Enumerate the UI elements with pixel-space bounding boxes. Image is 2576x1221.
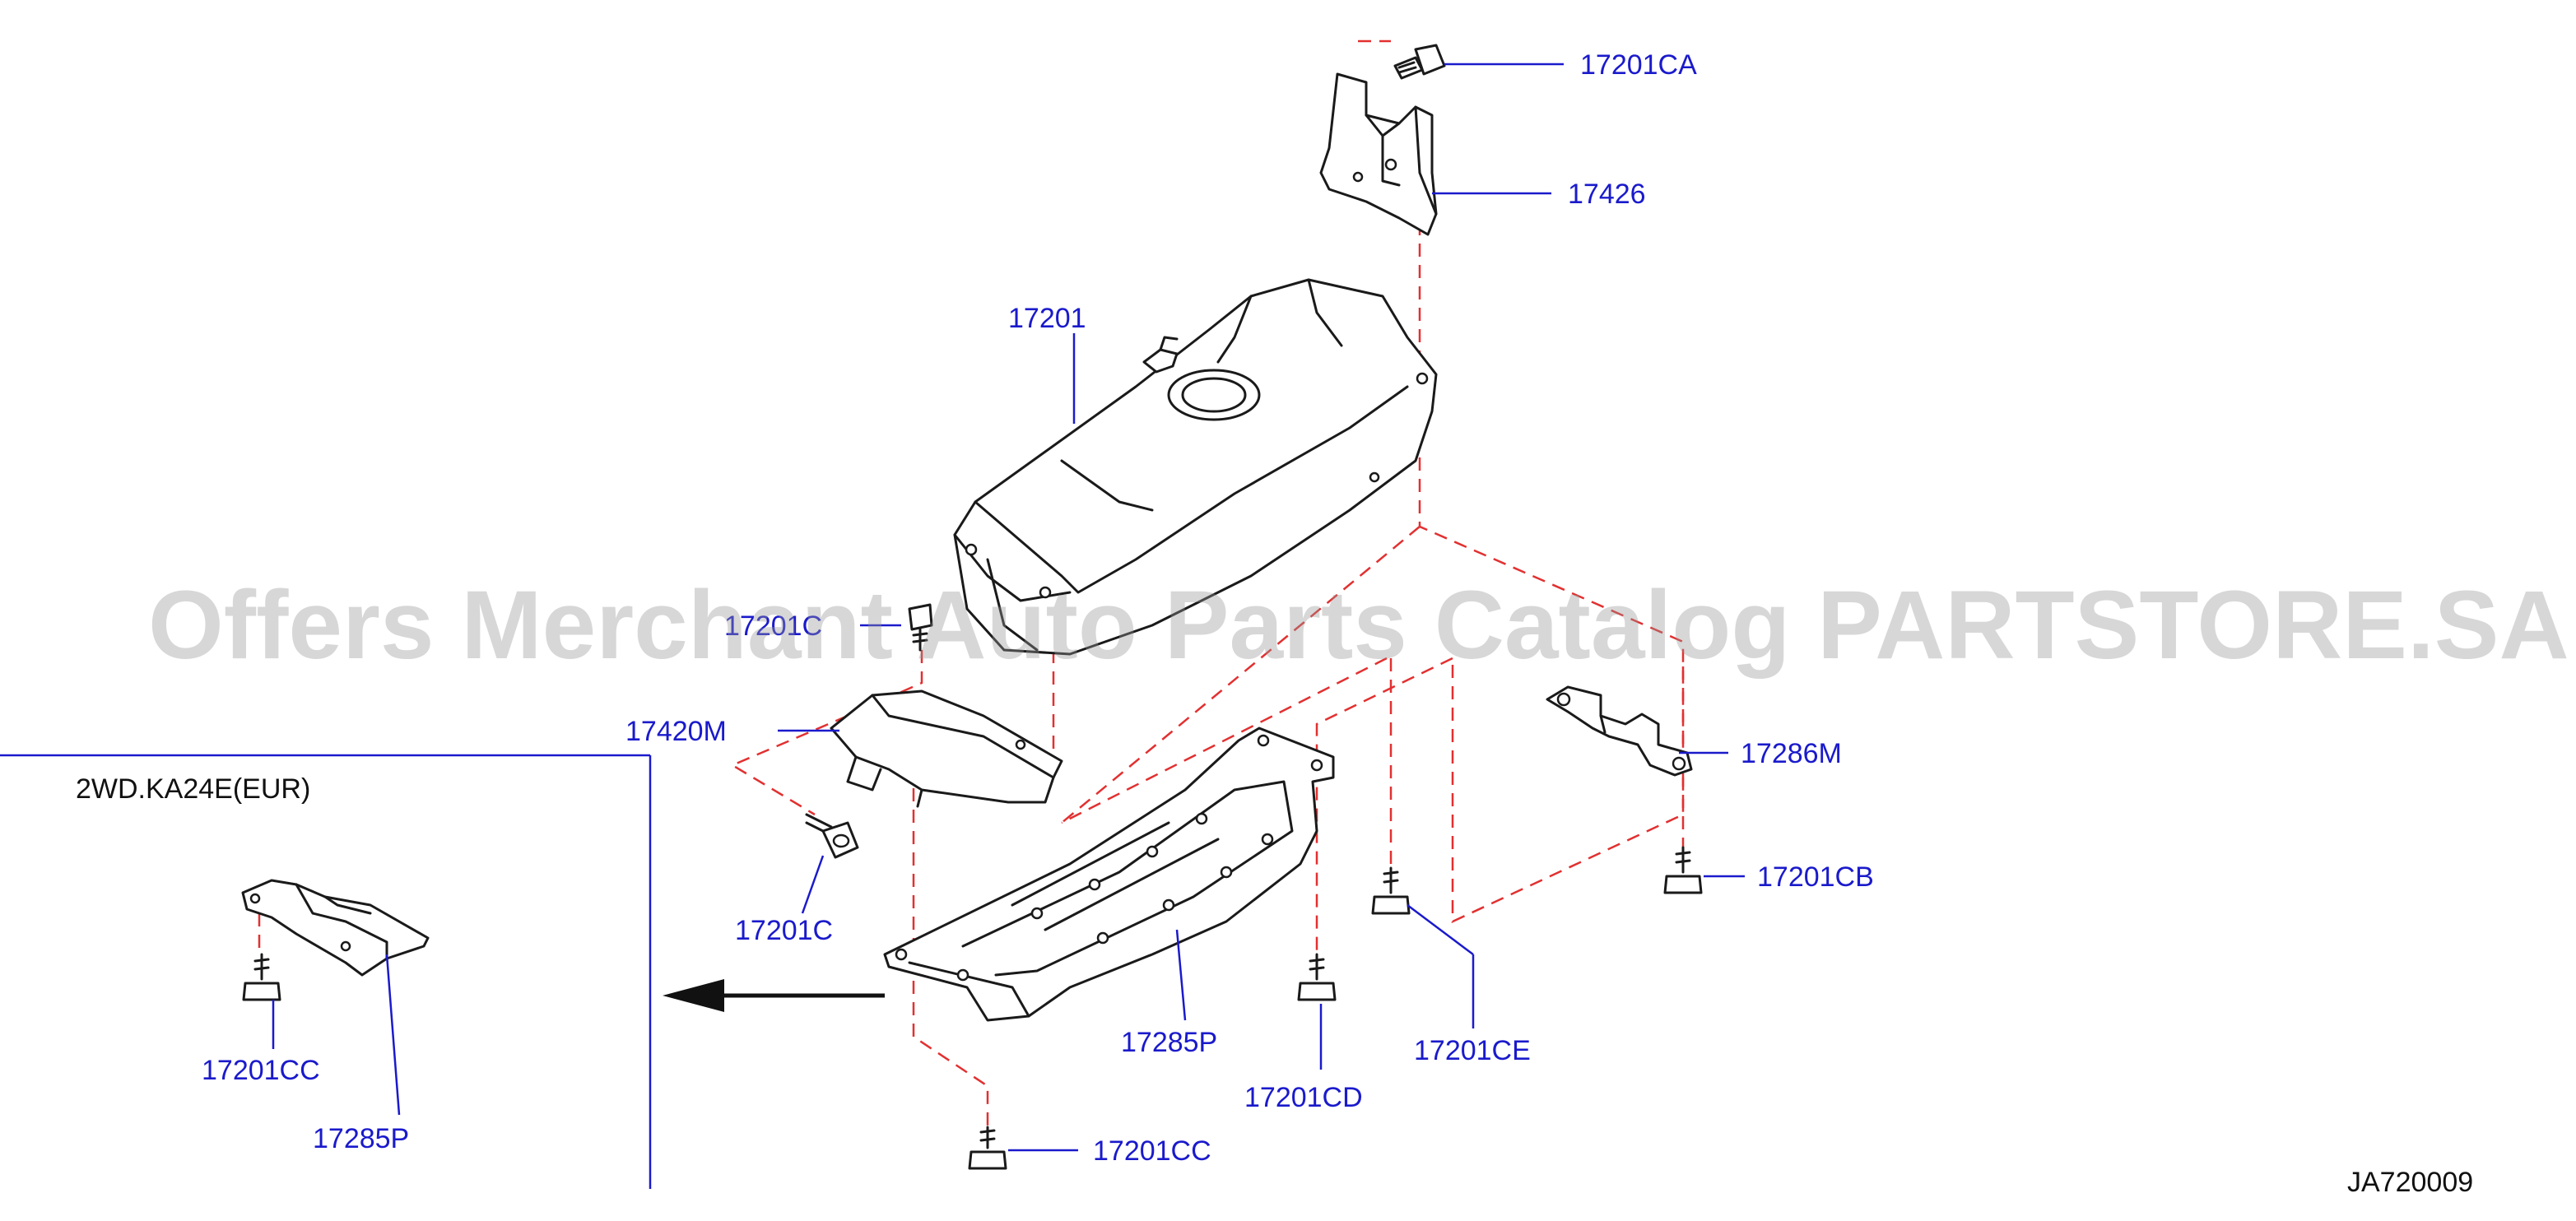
callout-17201C[interactable]: 17201C xyxy=(735,915,833,946)
callout-17201CB[interactable]: 17201CB xyxy=(1757,861,1874,893)
callout-17201[interactable]: 17201 xyxy=(1008,303,1086,334)
bolt-17201CC-bottom[interactable] xyxy=(968,1126,1007,1170)
bolt-17201CA[interactable] xyxy=(1393,44,1446,80)
skid-plate-17285P[interactable] xyxy=(883,727,1335,1022)
bolt-17201CD[interactable] xyxy=(1297,953,1337,1001)
callout-17420M[interactable]: 17420M xyxy=(625,716,727,747)
bolt-17201CE[interactable] xyxy=(1371,866,1411,915)
callout-17285P[interactable]: 17285P xyxy=(1121,1027,1217,1058)
callout-17201CE[interactable]: 17201CE xyxy=(1414,1035,1531,1066)
callout-17201CA[interactable]: 17201CA xyxy=(1580,49,1697,81)
callout-17285P-inset[interactable]: 17285P xyxy=(313,1123,409,1154)
inset-skid-plate-17285P[interactable] xyxy=(241,879,430,977)
leader-lines xyxy=(272,63,1745,1152)
bolt-17201CB[interactable] xyxy=(1663,846,1703,894)
watermark: Offers Merchant Auto Parts Catalog PARTS… xyxy=(148,571,2569,680)
direction-arrow-icon xyxy=(663,979,885,1012)
inset-bolt-17201CC[interactable] xyxy=(242,953,281,1001)
fuel-tank-17201[interactable] xyxy=(953,278,1438,656)
inset-frame xyxy=(0,754,652,1189)
bolt-17201C[interactable] xyxy=(805,813,859,859)
callout-17286M[interactable]: 17286M xyxy=(1741,738,1842,769)
inset-title: 2WD.KA24E(EUR) xyxy=(76,773,310,805)
callout-17201CC-inset[interactable]: 17201CC xyxy=(202,1055,320,1086)
callout-17201CD[interactable]: 17201CD xyxy=(1244,1082,1363,1113)
callout-17201CC-bottom[interactable]: 17201CC xyxy=(1093,1135,1211,1167)
callout-17426[interactable]: 17426 xyxy=(1568,179,1646,210)
bolt-17201C-upper[interactable] xyxy=(908,603,933,652)
fuel-tank-protector-17426[interactable] xyxy=(1319,72,1438,236)
bracket-17420M[interactable] xyxy=(830,689,1063,808)
diagram-id: JA720009 xyxy=(2347,1167,2473,1198)
callout-17201C-upper[interactable]: 17201C xyxy=(724,610,822,642)
bracket-17286M[interactable] xyxy=(1546,685,1693,777)
